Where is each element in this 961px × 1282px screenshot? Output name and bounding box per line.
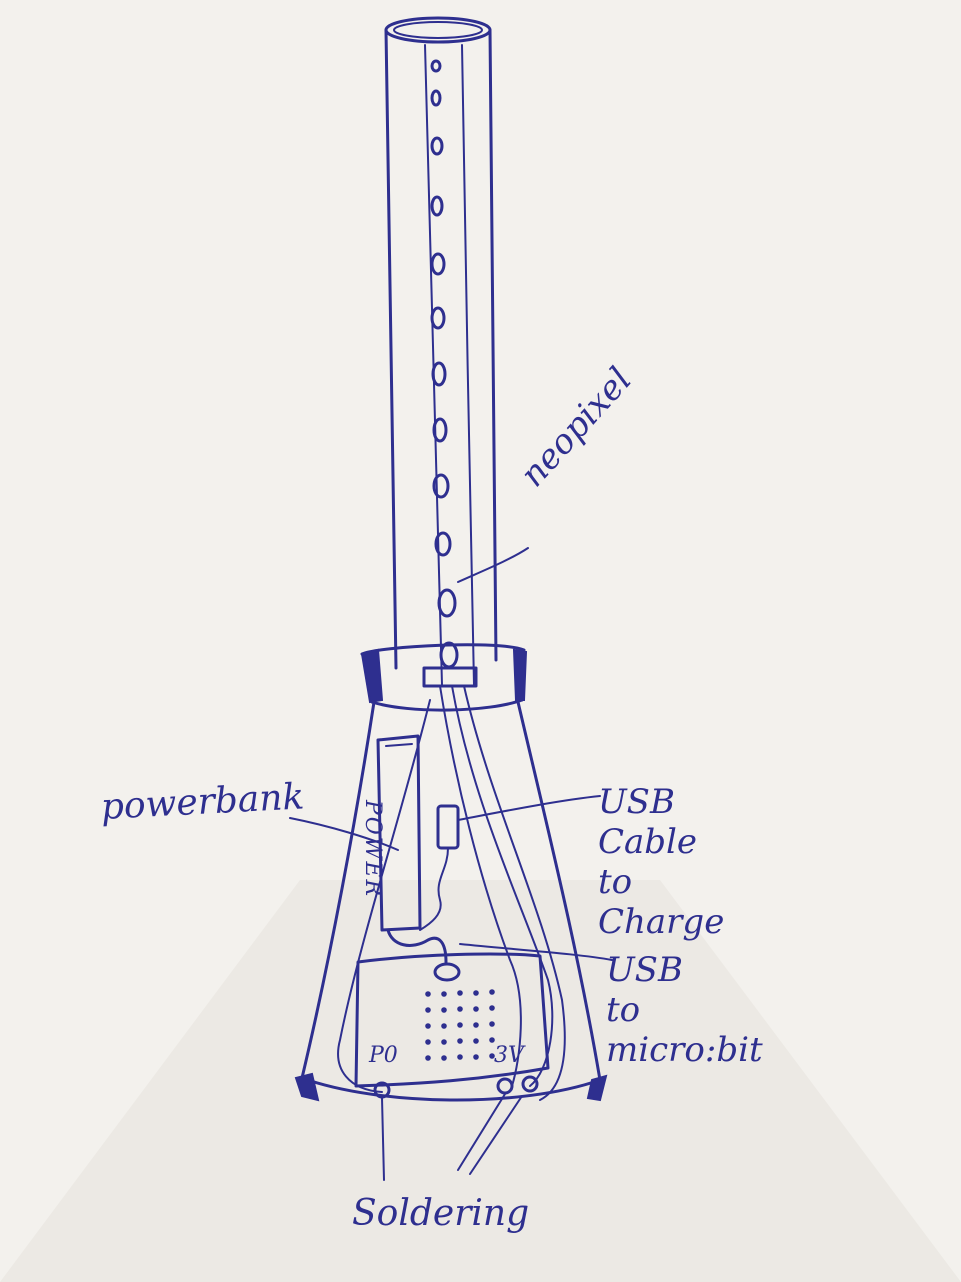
- matrix-dot: [490, 1006, 494, 1010]
- label-line: Charge: [598, 902, 724, 942]
- label-line: USB: [598, 782, 724, 822]
- matrix-dot: [490, 1022, 494, 1026]
- matrix-dot: [474, 1039, 478, 1043]
- label-pin-p0: P0: [369, 1045, 398, 1067]
- matrix-dot: [426, 1056, 430, 1060]
- label-soldering: Soldering: [352, 1196, 529, 1232]
- label-line: to: [606, 990, 763, 1030]
- matrix-dot: [490, 1038, 494, 1042]
- matrix-dot: [474, 1055, 478, 1059]
- label-usb-to-microbit: USB to micro:bit: [606, 950, 763, 1070]
- matrix-dot: [442, 1040, 446, 1044]
- matrix-dot: [458, 1023, 462, 1027]
- matrix-dot: [474, 1007, 478, 1011]
- label-usb-cable-to-charge: USB Cable to Charge: [598, 782, 724, 942]
- matrix-dot: [474, 1023, 478, 1027]
- label-pin-3v: 3V: [494, 1045, 524, 1067]
- collar-right-shade: [514, 650, 526, 700]
- matrix-dot: [442, 1056, 446, 1060]
- label-line: Cable: [598, 822, 724, 862]
- matrix-dot: [426, 1040, 430, 1044]
- matrix-dot: [442, 1008, 446, 1012]
- matrix-dot: [458, 1055, 462, 1059]
- matrix-dot: [458, 1007, 462, 1011]
- matrix-dot: [442, 992, 446, 996]
- label-line: micro:bit: [606, 1030, 763, 1070]
- matrix-dot: [490, 990, 494, 994]
- matrix-dot: [426, 1008, 430, 1012]
- matrix-dot: [442, 1024, 446, 1028]
- matrix-dot: [458, 991, 462, 995]
- matrix-dot: [426, 992, 430, 996]
- label-line: to: [598, 862, 724, 902]
- matrix-dot: [426, 1024, 430, 1028]
- matrix-dot: [458, 1039, 462, 1043]
- label-line: USB: [606, 950, 763, 990]
- label-powerbank-marking: POWER: [361, 800, 383, 898]
- matrix-dot: [474, 991, 478, 995]
